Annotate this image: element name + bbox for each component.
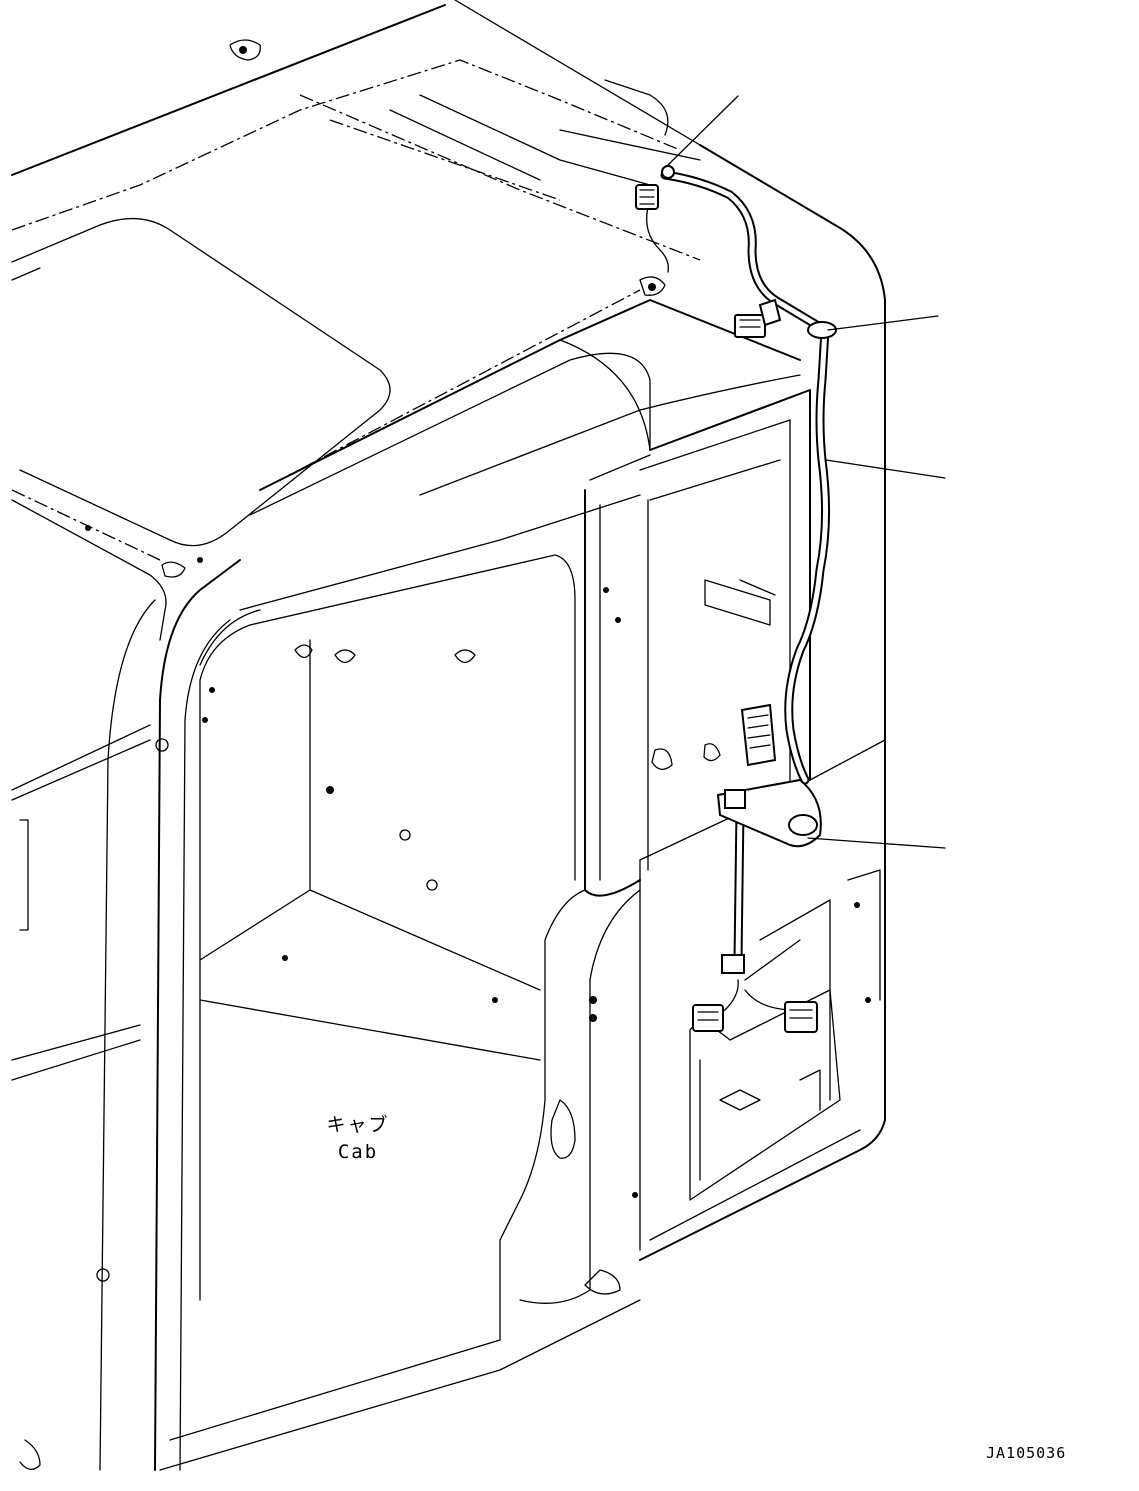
cab-roof (11, 0, 886, 761)
cab-label-english: Cab (337, 1141, 379, 1163)
cab-label-japanese: キャブ (326, 1114, 390, 1136)
leader-4 (807, 837, 946, 849)
drawing-id: JA105036 (986, 1444, 1067, 1462)
leader-3 (825, 459, 946, 479)
wiring-harness (635, 165, 837, 1033)
rear-pillar (499, 489, 649, 1304)
leader-lines (667, 95, 946, 849)
leader-2 (827, 315, 939, 331)
lower-rear-panel (651, 579, 881, 1201)
leader-1 (667, 95, 739, 166)
rear-frame (199, 374, 886, 1261)
door-frame (11, 525, 641, 1471)
